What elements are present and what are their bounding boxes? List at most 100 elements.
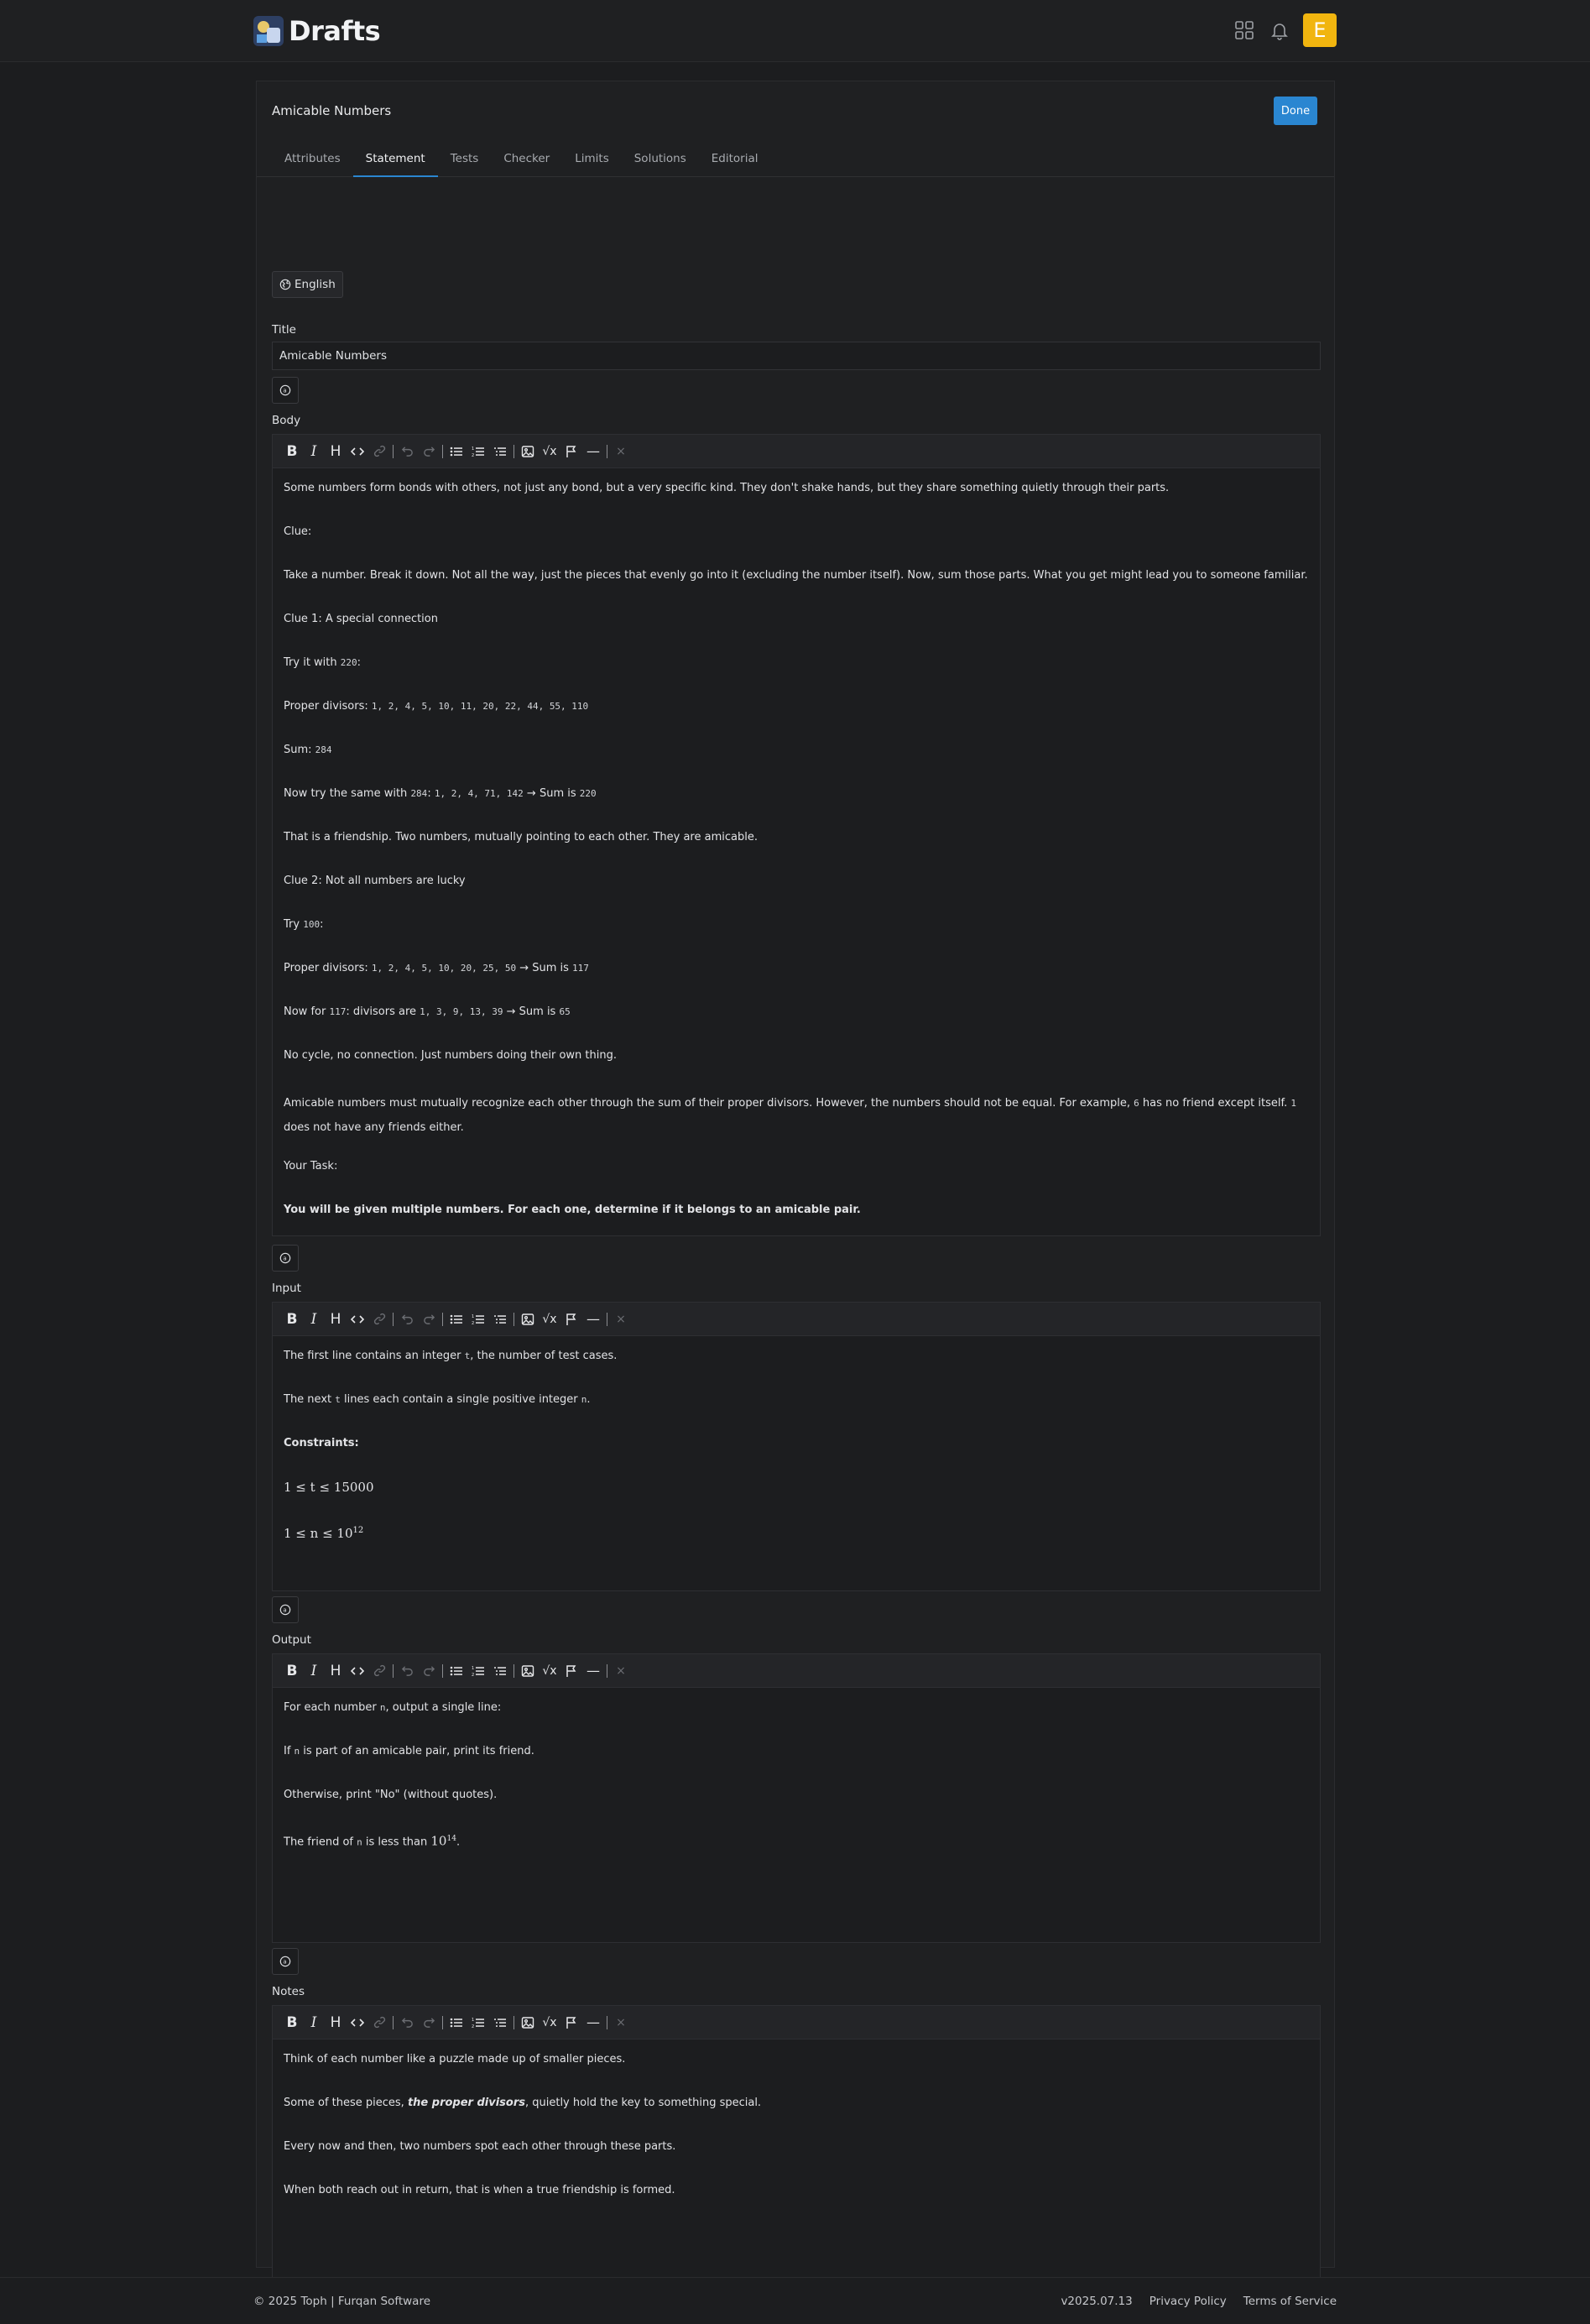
heading-icon[interactable]: H <box>330 1310 341 1328</box>
task-list-icon[interactable] <box>489 1308 511 1330</box>
image-icon[interactable] <box>517 1308 539 1330</box>
bold-icon[interactable]: B <box>286 2013 298 2031</box>
input-translate-button[interactable]: a <box>272 1596 299 1623</box>
tab-attributes[interactable]: Attributes <box>284 152 341 165</box>
clear-format-icon[interactable]: × <box>616 2015 626 2029</box>
bullet-list-icon[interactable] <box>446 1308 467 1330</box>
link-icon[interactable] <box>368 1660 390 1682</box>
output-content[interactable]: For each number n, output a single line:… <box>273 1688 1320 1889</box>
undo-icon[interactable] <box>396 1660 418 1682</box>
input-content[interactable]: The first line contains an integer t, th… <box>273 1336 1320 1554</box>
link-icon[interactable] <box>368 1308 390 1330</box>
horizontal-rule-icon[interactable]: — <box>586 1663 600 1679</box>
math-icon[interactable]: √x <box>542 1312 557 1326</box>
toolbar-separator <box>393 2015 394 2029</box>
flag-icon[interactable] <box>560 1660 582 1682</box>
body-translate-button[interactable]: a <box>272 1245 299 1272</box>
undo-icon[interactable] <box>396 2012 418 2034</box>
link-icon[interactable] <box>368 2012 390 2034</box>
image-icon[interactable] <box>517 1660 539 1682</box>
bold-icon[interactable]: B <box>286 442 298 460</box>
flag-icon[interactable] <box>560 1308 582 1330</box>
notes-content[interactable]: Think of each number like a puzzle made … <box>273 2039 1320 2238</box>
undo-icon[interactable] <box>396 441 418 462</box>
math-icon[interactable]: √x <box>542 444 557 458</box>
bold-icon[interactable]: B <box>286 1662 298 1679</box>
code-icon[interactable] <box>347 441 368 462</box>
avatar[interactable]: E <box>1303 13 1337 47</box>
heading-icon[interactable]: H <box>330 2013 341 2031</box>
done-button[interactable]: Done <box>1274 97 1317 125</box>
tab-statement[interactable]: Statement <box>352 145 438 177</box>
tab-solutions[interactable]: Solutions <box>633 152 686 165</box>
horizontal-rule-icon[interactable]: — <box>586 2014 600 2030</box>
task-list-icon[interactable] <box>489 2012 511 2034</box>
redo-icon[interactable] <box>418 2012 440 2034</box>
heading-icon[interactable]: H <box>330 442 341 460</box>
link-icon[interactable] <box>368 441 390 462</box>
footer: © 2025 Toph | Furqan Software v2025.07.1… <box>0 2277 1590 2324</box>
italic-icon[interactable]: I <box>310 1662 317 1679</box>
body-p6: Proper divisors: 1, 2, 4, 5, 10, 11, 20,… <box>284 700 589 713</box>
flag-icon[interactable] <box>560 441 582 462</box>
body-p8: Now try the same with 284: 1, 2, 4, 71, … <box>284 787 597 800</box>
bell-icon[interactable] <box>1268 18 1291 42</box>
globe-icon <box>279 279 291 290</box>
bullet-list-icon[interactable] <box>446 1660 467 1682</box>
image-icon[interactable] <box>517 2012 539 2034</box>
body-p15: Amicable numbers must mutually recognize… <box>284 1097 1296 1134</box>
tab-limits[interactable]: Limits <box>575 152 609 165</box>
clear-format-icon[interactable]: × <box>616 1312 626 1326</box>
output-translate-button[interactable]: a <box>272 1948 299 1975</box>
italic-icon[interactable]: I <box>310 1310 317 1328</box>
brand[interactable]: Drafts <box>253 12 381 50</box>
title-translate-button[interactable]: a <box>272 377 299 404</box>
title-input[interactable] <box>272 342 1321 370</box>
redo-icon[interactable] <box>418 1308 440 1330</box>
code-icon[interactable] <box>347 1308 368 1330</box>
italic-icon[interactable]: I <box>310 442 317 460</box>
svg-text:2: 2 <box>472 453 474 458</box>
language-button[interactable]: English <box>272 271 343 298</box>
notes-label: Notes <box>272 1985 305 1998</box>
terms-of-service-link[interactable]: Terms of Service <box>1243 2295 1337 2308</box>
task-list-icon[interactable] <box>489 1660 511 1682</box>
bullet-list-icon[interactable] <box>446 441 467 462</box>
horizontal-rule-icon[interactable]: — <box>586 1311 600 1327</box>
tab-checker[interactable]: Checker <box>503 152 550 165</box>
privacy-policy-link[interactable]: Privacy Policy <box>1149 2295 1227 2308</box>
redo-icon[interactable] <box>418 1660 440 1682</box>
flag-icon[interactable] <box>560 2012 582 2034</box>
bold-icon[interactable]: B <box>286 1310 298 1328</box>
tab-editorial[interactable]: Editorial <box>711 152 759 165</box>
body-content[interactable]: Some numbers form bonds with others, not… <box>273 468 1320 1230</box>
math-icon[interactable]: √x <box>542 1663 557 1678</box>
tab-tests[interactable]: Tests <box>450 152 479 165</box>
clear-format-icon[interactable]: × <box>616 1663 626 1678</box>
math-icon[interactable]: √x <box>542 2015 557 2029</box>
toolbar-separator <box>513 1663 514 1678</box>
horizontal-rule-icon[interactable]: — <box>586 443 600 459</box>
redo-icon[interactable] <box>418 441 440 462</box>
clear-format-icon[interactable]: × <box>616 444 626 458</box>
image-icon[interactable] <box>517 441 539 462</box>
task-list-icon[interactable] <box>489 441 511 462</box>
bullet-list-icon[interactable] <box>446 2012 467 2034</box>
body-p11: Try 100: <box>284 918 324 931</box>
code-icon[interactable] <box>347 2012 368 2034</box>
undo-icon[interactable] <box>396 1308 418 1330</box>
apps-grid-icon[interactable] <box>1233 18 1256 42</box>
body-p1: Some numbers form bonds with others, not… <box>284 482 1170 494</box>
heading-icon[interactable]: H <box>330 1662 341 1679</box>
italic-icon[interactable]: I <box>310 2013 317 2031</box>
code-icon[interactable] <box>347 1660 368 1682</box>
notes-p2: Some of these pieces, the proper divisor… <box>284 2097 762 2109</box>
